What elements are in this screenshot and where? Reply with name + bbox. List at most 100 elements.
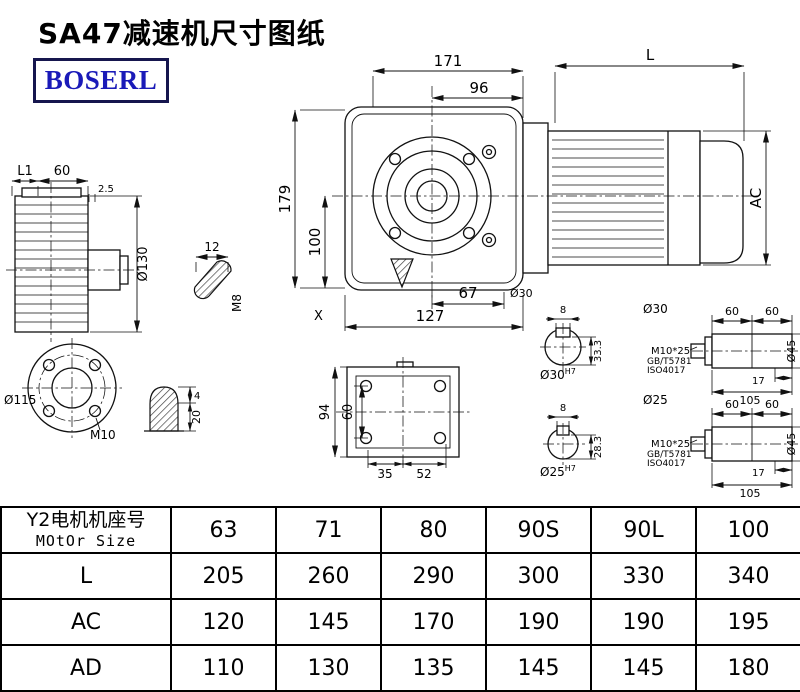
motor-spec-table: Y2电机机座号 MOtOr Size 63 71 80 90S 90L 100 … xyxy=(0,506,800,692)
bolt-std2-30: ISO4017 xyxy=(647,366,685,376)
dim-8-shaft30: 8 xyxy=(560,305,566,316)
dim-2_5: 2.5 xyxy=(98,184,114,195)
dim-179: 179 xyxy=(276,185,294,214)
col-header-63: 63 xyxy=(170,506,277,554)
label-dia30-mainview: Ø30 xyxy=(510,287,533,300)
shaft25-bore-tolerance: H7 xyxy=(565,464,576,473)
left-side-view: L1 60 2.5 Ø130 xyxy=(6,164,151,342)
key-section xyxy=(193,260,232,300)
dim-127: 127 xyxy=(416,307,445,325)
cell-AC-71: 145 xyxy=(275,598,382,646)
dim-96: 96 xyxy=(469,79,488,97)
shaft30-row-label: Ø30 xyxy=(643,302,668,316)
shaft25-bore-label: Ø25H7 xyxy=(540,464,576,479)
dim-L1: L1 xyxy=(17,164,33,179)
dim-8-shaft25: 8 xyxy=(560,403,566,414)
dim-17-shaft25: 17 xyxy=(752,468,765,479)
dim-4: 4 xyxy=(194,391,200,402)
cell-AC-90s: 190 xyxy=(485,598,592,646)
shaft30-bore-tolerance: H7 xyxy=(565,367,576,376)
motor-size-label-cn: Y2电机机座号 xyxy=(26,509,146,532)
center-lines xyxy=(332,86,758,298)
dim-33_3: 33.3 xyxy=(593,340,604,362)
cell-AC-63: 120 xyxy=(170,598,277,646)
table-row-L: L 205 260 290 300 330 340 xyxy=(0,552,800,600)
flange-detail: Ø115 M10 xyxy=(4,338,122,442)
plug-section xyxy=(149,386,179,432)
cell-AD-90s: 145 xyxy=(485,644,592,692)
side-fins xyxy=(15,204,88,323)
brand-logo-text: BOSERL xyxy=(44,65,158,95)
label-dia115: Ø115 xyxy=(4,393,36,407)
row-label-AC: AC xyxy=(0,598,172,646)
col-header-100: 100 xyxy=(695,506,800,554)
dim-60-side: 60 xyxy=(54,164,71,179)
dim-105-shaft25: 105 xyxy=(740,487,761,500)
dim-60-bottom: 60 xyxy=(341,404,356,421)
dim-60b-shaft30: 60 xyxy=(765,305,779,318)
dim-dia45-shaft30: Ø45 xyxy=(785,340,798,363)
table-row-AC: AC 120 145 170 190 190 195 xyxy=(0,598,800,646)
cell-L-71: 260 xyxy=(275,552,382,600)
cell-AD-100: 180 xyxy=(695,644,800,692)
col-header-90l: 90L xyxy=(590,506,697,554)
dim-60a-shaft30: 60 xyxy=(725,305,739,318)
gearbox-housing xyxy=(344,106,524,291)
row-label-L: L xyxy=(0,552,172,600)
cell-AC-80: 170 xyxy=(380,598,487,646)
shaft-detail-30: 8 33.3 Ø30H7 Ø30 60 60 17 105 Ø45 M10*25… xyxy=(540,302,800,407)
cell-AD-90l: 145 xyxy=(590,644,697,692)
bolt-std1-25: GB/T5781 xyxy=(647,450,692,460)
shaft-detail-25: 8 28.3 Ø25H7 Ø25 60 60 17 105 Ø45 M10*25… xyxy=(540,393,800,500)
label-m8: M8 xyxy=(230,294,244,312)
bolt-spec-25: M10*25 xyxy=(651,439,690,450)
col-header-90s: 90S xyxy=(485,506,592,554)
shaft30-bore-label: Ø30H7 xyxy=(540,367,576,382)
col-header-71: 71 xyxy=(275,506,382,554)
cell-L-63: 205 xyxy=(170,552,277,600)
dim-60b-shaft25: 60 xyxy=(765,398,779,411)
dim-dia130: Ø130 xyxy=(136,246,151,281)
plug-detail: 4 20 xyxy=(144,386,203,432)
shaft30-bore-value: Ø30 xyxy=(540,368,565,382)
shaft25-row-label: Ø25 xyxy=(643,393,668,407)
page-title: SA47减速机尺寸图纸 xyxy=(38,17,326,50)
cell-L-100: 340 xyxy=(695,552,800,600)
motor-body xyxy=(547,130,701,266)
bolt-spec-30: M10*25 xyxy=(651,346,690,357)
cell-L-80: 290 xyxy=(380,552,487,600)
dim-28_3: 28.3 xyxy=(593,436,604,458)
cell-AC-90l: 190 xyxy=(590,598,697,646)
cell-L-90s: 300 xyxy=(485,552,592,600)
keyway-detail: 12 M8 xyxy=(193,240,244,312)
dim-20: 20 xyxy=(190,410,203,424)
label-x: X xyxy=(314,309,323,324)
motor-fan-cover xyxy=(699,140,744,264)
motor-flange xyxy=(522,122,549,274)
cell-AD-80: 135 xyxy=(380,644,487,692)
motor-fins xyxy=(552,139,664,258)
brand-logo: BOSERL xyxy=(33,58,169,103)
dim-L: L xyxy=(646,46,655,64)
dim-17-shaft30: 17 xyxy=(752,376,765,387)
dim-105-shaft30: 105 xyxy=(740,394,761,407)
cell-L-90l: 330 xyxy=(590,552,697,600)
bolt-std1-30: GB/T5781 xyxy=(647,357,692,367)
dim-AC: AC xyxy=(747,188,765,208)
label-m10: M10 xyxy=(90,428,116,442)
side-housing xyxy=(14,195,89,333)
dim-12: 12 xyxy=(204,240,219,254)
motor-size-label-en: MOtOr Size xyxy=(35,531,137,550)
dim-dia45-shaft25: Ø45 xyxy=(785,433,798,456)
dim-60a-shaft25: 60 xyxy=(725,398,739,411)
dim-52: 52 xyxy=(416,467,431,481)
shaft25-bore-value: Ø25 xyxy=(540,465,565,479)
motor xyxy=(522,122,744,274)
dim-94: 94 xyxy=(318,404,333,421)
dim-67: 67 xyxy=(458,284,477,302)
dim-100: 100 xyxy=(306,228,324,257)
row-label-AD: AD xyxy=(0,644,172,692)
table-row-AD: AD 110 130 135 145 145 180 xyxy=(0,644,800,692)
dim-35: 35 xyxy=(377,467,392,481)
main-front-view: 171 96 L 179 100 AC 67 Ø30 127 X xyxy=(276,46,771,331)
